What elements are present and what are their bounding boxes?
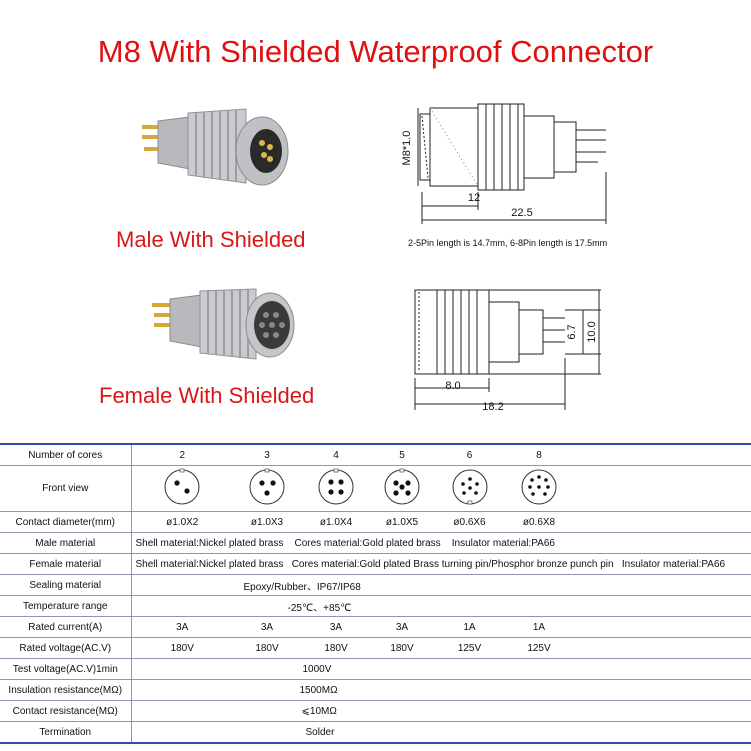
female-length-a: 8.0 <box>445 380 460 392</box>
front-view-8-pin <box>506 465 572 512</box>
table-row: Male material Shell material:Nickel plat… <box>0 532 751 554</box>
row-label: Termination <box>0 721 132 744</box>
female-outer-dim: 10.0 <box>586 321 598 342</box>
row-label: Temperature range <box>0 595 132 617</box>
row-label: Rated current(A) <box>0 616 132 638</box>
female-inner-dim: 6.7 <box>566 324 578 339</box>
table-row: Rated current(A) 3A 3A 3A 3A 1A 1A <box>0 616 751 638</box>
temperature-cell: -25℃、+85℃ <box>131 595 751 617</box>
male-dimension-drawing: M8*1.0 12 22.5 <box>401 103 607 224</box>
current-cell: 1A <box>506 616 572 638</box>
cores-cell: 5 <box>371 443 433 466</box>
contact-resistance-cell: ⩽10MΩ <box>131 700 751 722</box>
male-length-a: 12 <box>468 192 480 204</box>
table-row: Front view <box>0 465 751 512</box>
row-label: Test voltage(AC.V)1min <box>0 658 132 680</box>
sealing-cell: Epoxy/Rubber、IP67/IP68 <box>131 574 751 596</box>
row-label: Sealing material <box>0 574 132 596</box>
male-insulator-material: Insulator material:PA66 <box>451 537 555 549</box>
female-length-b: 18.2 <box>482 401 503 412</box>
female-insulator-material: Insulator material:PA66 <box>621 558 726 570</box>
row-label: Male material <box>0 532 132 554</box>
row-label: Contact diameter(mm) <box>0 511 132 533</box>
cores-cell: 8 <box>506 443 572 466</box>
insulation-cell: 1500MΩ <box>131 679 751 701</box>
table-row: Termination Solder <box>0 721 751 744</box>
current-cell: 3A <box>301 616 371 638</box>
row-label: Female material <box>0 553 132 575</box>
male-thread-dim: M8*1.0 <box>401 131 413 166</box>
voltage-cell: 125V <box>433 637 506 659</box>
voltage-cell: 180V <box>233 637 301 659</box>
table-row: Test voltage(AC.V)1min 1000V <box>0 658 751 680</box>
diameter-cell: ø1.0X3 <box>233 511 301 533</box>
voltage-cell: 180V <box>131 637 233 659</box>
front-view-5-pin <box>371 465 433 512</box>
front-view-3-pin <box>233 465 301 512</box>
table-row: Number of cores 2 3 4 5 6 8 <box>0 443 751 466</box>
diameter-cell: ø1.0X5 <box>371 511 433 533</box>
table-row: Insulation resistance(MΩ) 1500MΩ <box>0 679 751 701</box>
front-view-6-pin <box>433 465 506 512</box>
male-material-cell: Shell material:Nickel plated brass Cores… <box>131 532 751 554</box>
table-row: Contact resistance(MΩ) ⩽10MΩ <box>0 700 751 722</box>
voltage-cell: 180V <box>371 637 433 659</box>
voltage-cell: 125V <box>506 637 572 659</box>
male-connector-photo <box>142 108 289 186</box>
diameter-cell: ø0.6X6 <box>433 511 506 533</box>
spec-table: Number of cores 2 3 4 5 6 8 Front view C… <box>0 443 751 744</box>
female-material-cell: Shell material:Nickel plated brass Cores… <box>131 553 751 575</box>
female-label: Female With Shielded <box>99 383 315 408</box>
male-shell-material: Shell material:Nickel plated brass <box>135 537 284 549</box>
row-label: Contact resistance(MΩ) <box>0 700 132 722</box>
cores-cell: 4 <box>301 443 371 466</box>
front-view-4-pin <box>301 465 371 512</box>
current-cell: 1A <box>433 616 506 638</box>
female-cores-material: Cores material:Gold plated Brass turning… <box>291 558 614 570</box>
termination-cell: Solder <box>131 721 751 744</box>
diameter-cell: ø0.6X8 <box>506 511 572 533</box>
table-row: Sealing material Epoxy/Rubber、IP67/IP68 <box>0 574 751 596</box>
cores-cell: 6 <box>433 443 506 466</box>
cores-cell: 3 <box>233 443 301 466</box>
table-row: Female material Shell material:Nickel pl… <box>0 553 751 575</box>
diameter-cell: ø1.0X4 <box>301 511 371 533</box>
front-view-2-pin <box>131 465 233 512</box>
current-cell: 3A <box>131 616 233 638</box>
row-label: Front view <box>0 465 132 512</box>
table-row: Temperature range -25℃、+85℃ <box>0 595 751 617</box>
female-dimension-drawing: 6.7 10.0 8.0 18.2 <box>414 289 601 412</box>
table-row: Contact diameter(mm) ø1.0X2 ø1.0X3 ø1.0X… <box>0 511 751 533</box>
test-voltage-cell: 1000V <box>131 658 751 680</box>
cores-cell: 2 <box>131 443 233 466</box>
male-length-b: 22.5 <box>511 207 532 219</box>
female-connector-photo <box>152 288 295 360</box>
male-label: Male With Shielded <box>116 227 306 252</box>
female-shell-material: Shell material:Nickel plated brass <box>135 558 284 570</box>
current-cell: 3A <box>233 616 301 638</box>
male-pin-length-note: 2-5Pin length is 14.7mm, 6-8Pin length i… <box>408 238 608 248</box>
row-label: Insulation resistance(MΩ) <box>0 679 132 701</box>
current-cell: 3A <box>371 616 433 638</box>
diameter-cell: ø1.0X2 <box>131 511 233 533</box>
voltage-cell: 180V <box>301 637 371 659</box>
row-label: Number of cores <box>0 443 132 466</box>
row-label: Rated voltage(AC.V) <box>0 637 132 659</box>
page-title: M8 With Shielded Waterproof Connector <box>97 34 654 69</box>
male-cores-material: Cores material:Gold plated brass <box>294 537 441 549</box>
table-row: Rated voltage(AC.V) 180V 180V 180V 180V … <box>0 637 751 659</box>
